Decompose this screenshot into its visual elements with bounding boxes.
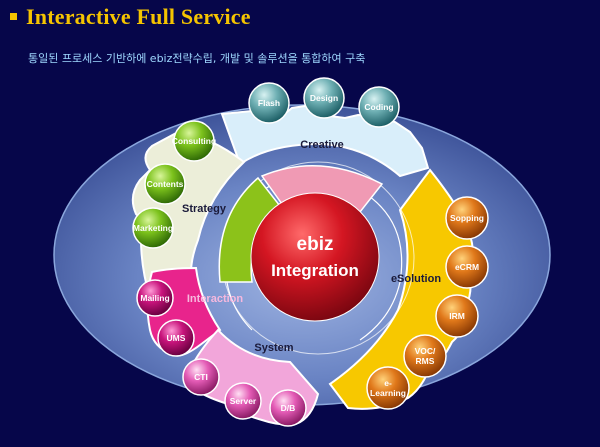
bubble-label: Mailing	[140, 293, 169, 303]
bubble-circle	[358, 86, 400, 128]
bubble-ecrm: eCRM	[445, 245, 489, 289]
slide-subtitle: 통일된 프로세스 기반하에 ebiz전략수립, 개발 및 솔루션을 통합하여 구…	[28, 52, 366, 65]
bubble-circle	[173, 120, 215, 162]
bubble-label: IRM	[449, 311, 465, 321]
center-title: ebiz	[297, 234, 334, 255]
bubble-label: Server	[230, 396, 257, 406]
center-sphere	[250, 192, 380, 322]
bubble-circle	[445, 245, 489, 289]
bubble-label: Design	[310, 93, 338, 103]
bubble-coding: Coding	[358, 86, 400, 128]
bubble-label: e-Learning	[370, 378, 406, 398]
bubble-irm: IRM	[435, 294, 479, 338]
bubble-design: Design	[303, 77, 345, 119]
creative-label: Creative	[300, 139, 343, 151]
bubble-label: Consulting	[172, 136, 216, 146]
bubble-circle	[248, 82, 290, 124]
bubble-circle	[132, 207, 174, 249]
bubble-consulting: Consulting	[172, 120, 216, 162]
bubble-mailing: Mailing	[136, 279, 174, 317]
title-text: Interactive Full Service	[26, 4, 251, 29]
bubble-circle	[182, 358, 220, 396]
bubble-sopping: Sopping	[445, 196, 489, 240]
strategy-label: Strategy	[182, 203, 227, 215]
cycle-arrow-right	[359, 189, 403, 341]
bubble-ums: UMS	[157, 319, 195, 357]
bubble-voc-rms: VOC/RMS	[403, 334, 447, 378]
bubble-marketing: Marketing	[132, 207, 174, 249]
center-subtitle: Integration	[271, 261, 359, 280]
esolution-label: eSolution	[391, 273, 441, 285]
bubble-cti: CTI	[182, 358, 220, 396]
bubble-circle	[445, 196, 489, 240]
bubble-label: Contents	[147, 179, 184, 189]
bubble-circle	[224, 382, 262, 420]
bubble-flash: Flash	[248, 82, 290, 124]
bubble-label: UMS	[167, 333, 186, 343]
system-label: System	[254, 342, 293, 354]
bubble-contents: Contents	[144, 163, 186, 205]
title-bullet-icon	[10, 13, 17, 21]
slide-title: Interactive Full Service	[10, 4, 251, 30]
bubble-label: Flash	[258, 98, 280, 108]
bubble-circle	[269, 389, 307, 427]
bubble-circle	[403, 334, 447, 378]
service-bubbles: Flash DesignCodingConsultingContentsMarke…	[132, 77, 489, 427]
bubble-label: Marketing	[133, 223, 173, 233]
bubble-circle	[144, 163, 186, 205]
bubble-circle	[157, 319, 195, 357]
bubble-server: Server	[224, 382, 262, 420]
bubble-d-b: D/B	[269, 389, 307, 427]
bubble-label: CTI	[194, 372, 208, 382]
bubble-e-learning: e-Learning	[366, 366, 410, 410]
bubble-label: D/B	[281, 403, 296, 413]
bubble-label: Sopping	[450, 213, 484, 223]
bubble-label: Coding	[364, 102, 393, 112]
bubble-label: eCRM	[455, 262, 479, 272]
bubble-circle	[303, 77, 345, 119]
bubble-circle	[435, 294, 479, 338]
bubble-label: VOC/RMS	[415, 346, 436, 366]
bubble-circle	[366, 366, 410, 410]
interaction-label: Interaction	[187, 293, 244, 305]
bubble-circle	[136, 279, 174, 317]
